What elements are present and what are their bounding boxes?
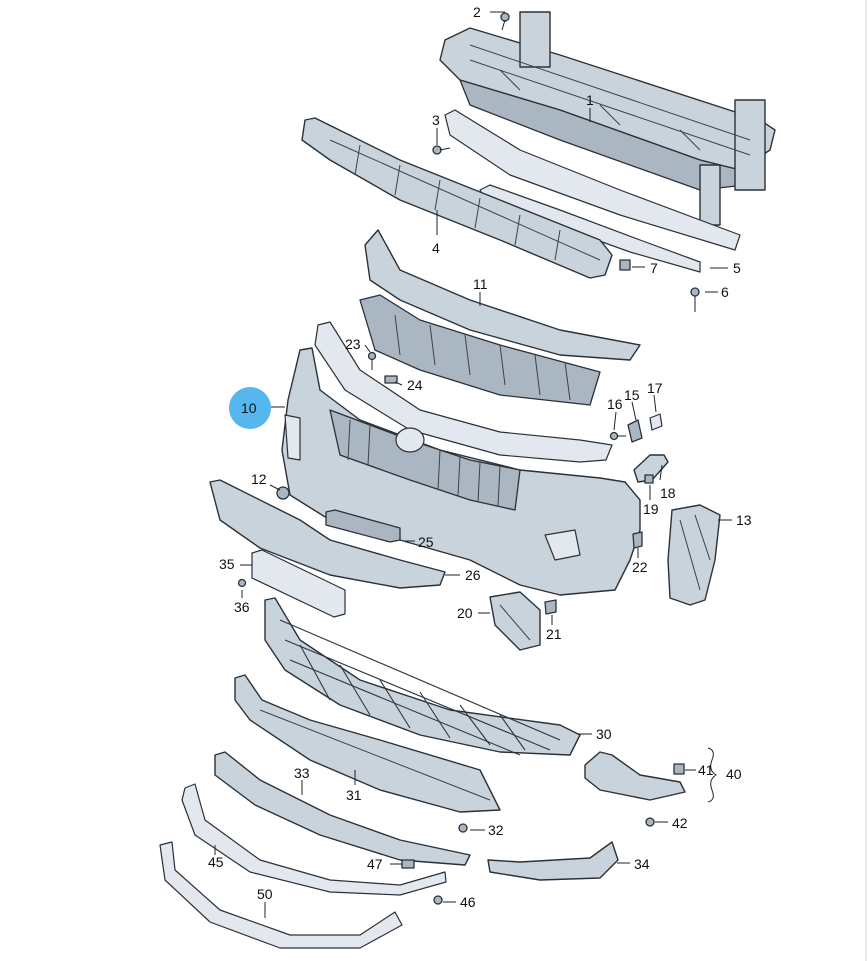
part-40-corner-trim bbox=[584, 751, 686, 801]
part-23-screw bbox=[367, 351, 377, 370]
part-41-clip bbox=[673, 763, 685, 775]
part-45-lip bbox=[181, 783, 447, 896]
label-12: 12 bbox=[251, 471, 267, 487]
label-36: 36 bbox=[234, 599, 250, 615]
part-4-absorber bbox=[301, 117, 613, 279]
label-22: 22 bbox=[632, 559, 648, 575]
part-19-nut bbox=[644, 474, 654, 484]
part-15-bracket bbox=[627, 419, 643, 443]
label-35: 35 bbox=[219, 556, 235, 572]
part-13-side-bracket bbox=[667, 504, 721, 606]
lower-reinforcement bbox=[444, 109, 741, 251]
part-24-clip bbox=[384, 375, 398, 384]
part-12-clip bbox=[276, 486, 290, 500]
label-25: 25 bbox=[418, 534, 434, 550]
part-18-bracket bbox=[633, 454, 669, 483]
part-22-clip bbox=[632, 531, 643, 549]
part-25-trim bbox=[325, 509, 401, 543]
part-1-crossmember bbox=[439, 11, 776, 226]
label-13: 13 bbox=[736, 512, 752, 528]
leader-lines bbox=[214, 11, 732, 918]
label-5: 5 bbox=[733, 260, 741, 276]
part-35-plate-bracket bbox=[251, 549, 346, 618]
label-45: 45 bbox=[208, 854, 224, 870]
part-30-lower-grille bbox=[264, 597, 581, 756]
label-23: 23 bbox=[345, 336, 361, 352]
label-18: 18 bbox=[660, 485, 676, 501]
label-24: 24 bbox=[407, 377, 423, 393]
label-2: 2 bbox=[473, 4, 481, 20]
label-41: 41 bbox=[698, 762, 714, 778]
highlight-circle bbox=[229, 387, 271, 429]
label-50: 50 bbox=[257, 886, 273, 902]
part-31-lower-cover bbox=[234, 674, 501, 813]
part-42-screw bbox=[645, 817, 655, 827]
part-6-bolt bbox=[690, 287, 700, 312]
callout-labels: 1 2 3 4 5 6 7 10 11 12 13 15 16 17 18 19… bbox=[208, 4, 752, 910]
label-6: 6 bbox=[721, 284, 729, 300]
part-32-screw bbox=[458, 823, 468, 833]
part-34-side-trim bbox=[487, 841, 619, 881]
label-17: 17 bbox=[647, 380, 663, 396]
upper-trim-strip bbox=[314, 321, 613, 463]
label-15: 15 bbox=[624, 387, 640, 403]
part-2-bolt bbox=[500, 12, 510, 31]
part-46-screw bbox=[433, 895, 443, 905]
part-47-clip bbox=[401, 859, 415, 869]
part-20-fog-grille bbox=[489, 591, 541, 651]
label-4: 4 bbox=[432, 240, 440, 256]
label-42: 42 bbox=[672, 815, 688, 831]
label-7: 7 bbox=[650, 260, 658, 276]
label-46: 46 bbox=[460, 894, 476, 910]
part-33-spoiler bbox=[214, 751, 471, 866]
label-10: 10 bbox=[241, 400, 257, 416]
label-21: 21 bbox=[546, 626, 562, 642]
part-7-nut bbox=[619, 259, 631, 271]
label-20: 20 bbox=[457, 605, 473, 621]
label-26: 26 bbox=[465, 567, 481, 583]
part-21-clip bbox=[544, 599, 557, 615]
part-10-bumper-cover bbox=[281, 347, 641, 596]
part-16-screw bbox=[609, 431, 626, 441]
label-31: 31 bbox=[346, 787, 362, 803]
part-3-bolt bbox=[432, 145, 451, 155]
label-3: 3 bbox=[432, 112, 440, 128]
label-33: 33 bbox=[294, 765, 310, 781]
part-17-clip bbox=[649, 413, 663, 431]
part-50-lower-lip bbox=[159, 841, 403, 949]
label-40: 40 bbox=[726, 766, 742, 782]
label-11: 11 bbox=[473, 276, 488, 292]
label-1: 1 bbox=[586, 92, 594, 108]
label-16: 16 bbox=[607, 396, 623, 412]
label-47: 47 bbox=[367, 856, 383, 872]
label-19: 19 bbox=[643, 501, 659, 517]
label-34: 34 bbox=[634, 856, 650, 872]
label-32: 32 bbox=[488, 822, 504, 838]
part-36-screw bbox=[237, 578, 247, 588]
label-30: 30 bbox=[596, 726, 612, 742]
part-11-grille-carrier bbox=[359, 229, 641, 406]
part-26-lower-trim bbox=[209, 479, 446, 589]
